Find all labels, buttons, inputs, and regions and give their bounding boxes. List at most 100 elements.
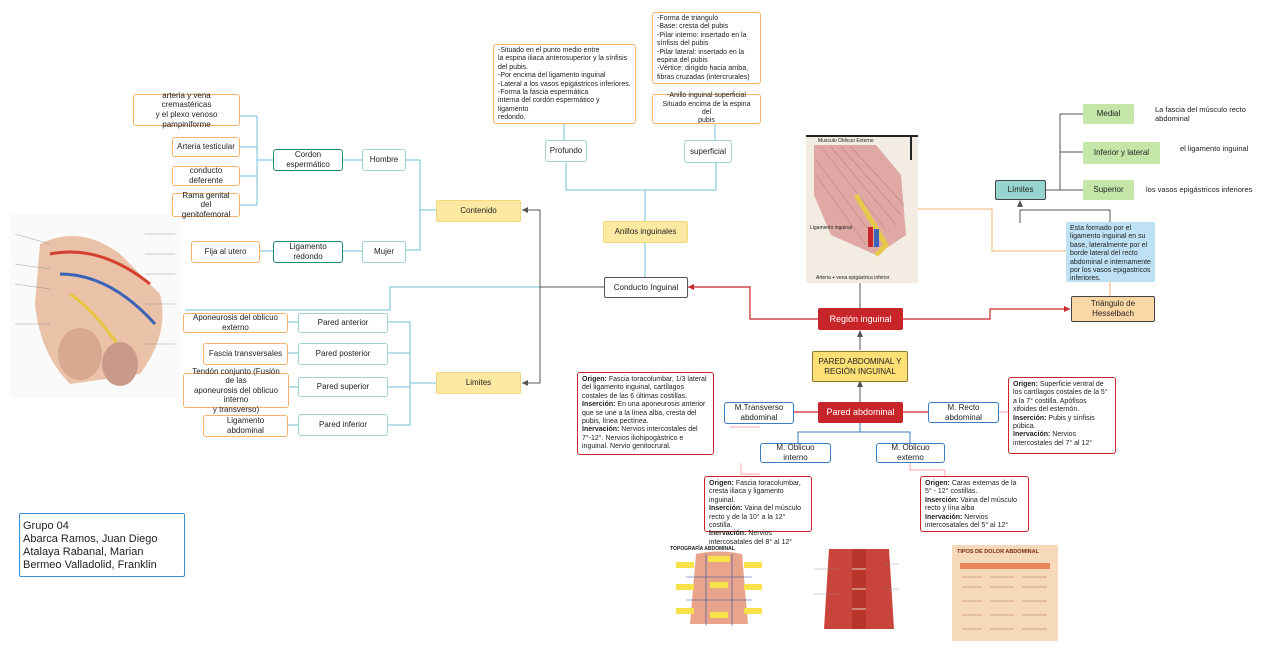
ligamento-redondo-text: Ligamento redondo [289,242,327,261]
arteria-vena-node[interactable]: arteria y vena cremastéricas y el plexo … [133,90,240,129]
anillos-text: Anillos inguinales [614,227,677,237]
hombre-text: Hombre [369,155,399,165]
triangulo-text: Triángulo de Hesselbach [1090,299,1136,318]
contenido-node[interactable]: Contenido [436,200,521,222]
superficial-text: superficial [689,146,726,156]
group-info: Grupo 04 Abarca Ramos, Juan Diego Atalay… [19,513,185,577]
contenido-text: Contenido [460,206,497,216]
arteria-label: Arteria + vena epigástrica inferior [816,275,890,281]
transverso-origen: Fascia toracolumbar, 1/3 lateral del lig… [582,376,707,400]
pared-inferior-node[interactable]: Pared inferior [298,414,388,436]
recto-node[interactable]: M. Recto abdominal [928,402,999,423]
superficial-node[interactable]: superficial [684,140,732,163]
arteria-vena-text: arteria y vena cremastéricas y el plexo … [155,90,218,129]
rama-genital-text: Rama genital del genitofemoral [181,190,231,219]
profundo-desc-text: -Situado en el punto medio entre la espi… [498,47,631,122]
fija-utero-node[interactable]: Fija al utero [191,241,260,263]
limites-right-text: Límites [1007,185,1034,195]
oblicuo-externo-node[interactable]: M. Oblicuo externo [876,443,945,463]
topografia-abdominal-image: TOPOGRAFÍA ABDOMINAL [666,544,772,628]
anillos-inguinales-node[interactable]: Anillos inguinales [603,221,688,243]
recto-inervacion: Nervios intercostales del 7° al 12° [1013,431,1093,447]
esta-formado-node: Esta formado por el ligamento inguinal e… [1066,222,1155,282]
inguinal-canal-illustration [10,214,180,398]
oe-inervacion: Nervios intercosatales del 5° al 12° [925,513,1009,529]
inferior-lateral-node[interactable]: Inferior y lateral [1083,142,1160,164]
oe-origen-h: Origen: [925,480,950,487]
oe-inervacion-h: Inervación: [925,513,963,521]
musculo-label: Musculo Oblicuo Externo [818,138,874,144]
oi-insercion: Vaina del músculo recto y de la 10° a la… [709,505,802,529]
transverso-insercion-h: Inserción: [582,401,616,409]
pared-abdominal-node[interactable]: Pared abdominal [818,402,903,423]
oi-insercion-h: Inserción: [709,505,743,513]
limites-right-node[interactable]: Límites [995,180,1046,200]
oe-insercion: Vaina del músculo recto y lína alba [925,496,1018,513]
pared-superior-node[interactable]: Pared superior [298,377,388,397]
conducto-deferente-node[interactable]: conducto deferente [172,166,240,186]
superior-desc: los vasos epigástricos inferiores [1146,185,1253,194]
oblicuo-externo-info: Origen: Caras externas de la 5° - 12° co… [920,476,1029,532]
inferior-lateral-text: Inferior y lateral [1093,148,1150,158]
anillo-superficial-node[interactable]: -Anillo inguinal superficial Situado enc… [652,92,761,125]
triangle-desc-node[interactable]: -Forma de triangulo -Base: cresta del pu… [652,12,761,84]
esta-formado-text: Esta formado por el ligamento inguinal e… [1070,225,1151,283]
recto-text: M. Recto abdominal [945,402,982,422]
hombre-node[interactable]: Hombre [362,149,406,171]
recto-insercion-h: Inserción: [1013,414,1047,422]
arteria-testicular-text: Arteria testicular [177,142,235,152]
oblicuo-externo-text: M. Oblicuo externo [891,443,930,462]
superior-node[interactable]: Superior [1083,180,1134,200]
cordon-espermatico-node[interactable]: Cordon espermático [273,149,343,171]
profundo-text: Profundo [549,146,583,156]
mujer-node[interactable]: Mujer [362,241,406,263]
recto-inervacion-h: Inervación: [1013,431,1051,439]
fascia-text: Fascia transversales [208,349,283,359]
conducto-inguinal-node[interactable]: Conducto Inguinal [604,277,688,298]
conducto-deferente-text: conducto deferente [189,166,223,185]
superior-text: Superior [1093,185,1124,195]
title-text: PARED ABDOMINAL Y REGIÓN INGUINAL [818,356,902,376]
pared-abdominal-text: Pared abdominal [826,407,895,418]
musculos-abdominales-image [794,544,925,632]
region-inguinal-text: Región inguinal [829,313,892,324]
pared-posterior-text: Pared posterior [315,349,371,359]
region-inguinal-node[interactable]: Región inguinal [818,308,903,330]
tendon-node[interactable]: Tendón conjunto (Fusión de las aponeuros… [183,367,289,414]
pared-anterior-node[interactable]: Pared anterior [298,313,388,333]
fascia-node[interactable]: Fascia transversales [203,343,288,365]
profundo-node[interactable]: Profundo [545,140,587,162]
recto-info: Origen: Superficie ventral de los cartíl… [1008,377,1116,454]
inguinal-region-figure: Musculo Oblicuo Externo Ligamento inguin… [806,135,918,283]
transverso-node[interactable]: M.Transverso abdominal [724,402,794,424]
pared-posterior-node[interactable]: Pared posterior [298,343,388,365]
transverso-info: Origen: Fascia toracolumbar, 1/3 lateral… [577,372,714,455]
oe-origen: Caras externas de la 5° - 12° costillas. [925,480,1017,496]
medial-desc: La fascia del músculo recto abdominal [1155,105,1246,123]
pared-inferior-text: Pared inferior [318,420,368,430]
pared-anterior-text: Pared anterior [317,318,369,328]
triangulo-node[interactable]: Triángulo de Hesselbach [1071,296,1155,322]
recto-origen: Superficie ventral de los cartílagos cos… [1013,381,1108,414]
tipos-dolor-abdominal-image: TIPOS DE DOLOR ABDOMINAL [952,545,1058,641]
ligamento-abdominal-node[interactable]: Ligamento abdominal [203,415,288,437]
arteria-testicular-node[interactable]: Arteria testicular [172,137,240,157]
cordon-text: Cordon espermático [286,150,330,169]
aponeurosis-node[interactable]: Aponeurosis del oblicuo externo [183,313,288,333]
oblicuo-interno-node[interactable]: M. Oblicuo interno [760,443,831,463]
limites-left-text: Limites [465,378,492,388]
ligamento-redondo-node[interactable]: Ligamento redondo [273,241,343,263]
transverso-text: M.Transverso abdominal [734,403,784,422]
mujer-text: Mujer [373,247,394,257]
transverso-insercion: En una aponeurosis anterior que se une a… [582,401,706,425]
anillo-superficial-text: -Anillo inguinal superficial Situado enc… [662,92,751,125]
topografia-title: TOPOGRAFÍA ABDOMINAL [670,546,735,552]
rama-genital-node[interactable]: Rama genital del genitofemoral [172,190,240,219]
limites-left-node[interactable]: Limites [436,372,521,394]
transverso-inervacion: Nervios intercostales del 7°-12°. Nervio… [582,426,698,451]
profundo-desc-node[interactable]: -Situado en el punto medio entre la espi… [493,44,636,124]
medial-node[interactable]: Medial [1083,104,1134,124]
oi-inervacion-h: Inervación: [709,530,747,538]
triangle-desc-text: -Forma de triangulo -Base: cresta del pu… [657,15,750,81]
